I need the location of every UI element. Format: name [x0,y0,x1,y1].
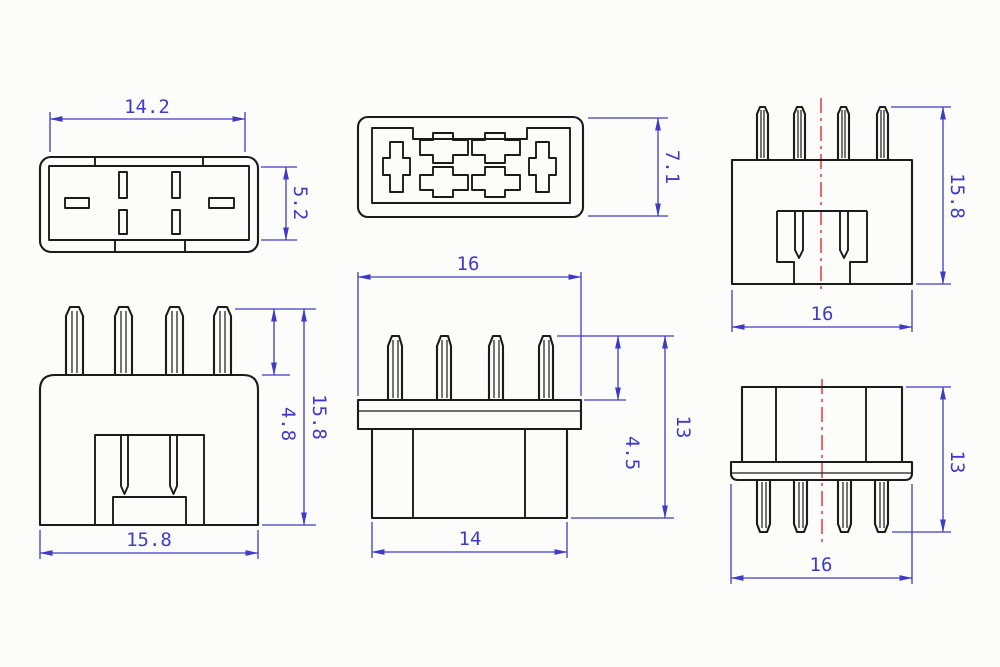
body-outline [370,427,569,520]
inner-pins [120,435,178,495]
socket-housing-outline [38,155,260,254]
dimension-height: 13 [892,386,968,533]
view-header-bottom: 13 16 [729,379,968,584]
extension-lines [261,166,297,241]
dimension-width: 16 [357,253,582,396]
flange-outline [729,460,914,482]
dimension-height: 15.8 [262,308,330,526]
extension-lines [357,272,582,396]
dimension-label: 4.5 [621,436,643,470]
dimension-height: 7.1 [588,117,683,217]
extension-lines [49,112,246,152]
dimension-pin-height: 4.5 [557,335,674,470]
dimension-label: 13 [672,416,694,439]
body-outline [740,385,904,464]
dimension-height: 5.2 [261,166,311,241]
view-plug-face: 7.1 [356,115,683,219]
dimension-label: 15.8 [126,529,172,551]
extension-lines [588,117,668,217]
body-outline [38,373,260,527]
pin-edge-lines [760,110,885,158]
dimension-base-width: 14 [371,522,568,558]
dimension-label: 14 [459,528,482,550]
dimension-label: 16 [457,253,480,275]
view-header-front: 15.8 16 [730,98,968,332]
dimension-label: 15.8 [308,394,330,440]
extension-lines [730,484,913,584]
plug-housing-outline [356,115,585,219]
extension-lines [891,106,951,285]
inner-pins [794,211,849,259]
pedestal-outline [112,496,187,525]
keying-tab-ticks [94,157,204,252]
dimension-label: 4.8 [277,407,299,441]
dimension-height: 13 [571,335,694,519]
flange-outline [356,398,583,431]
terminal-slots [64,171,235,235]
pin-edge-lines [71,311,226,373]
dimension-label: 13 [946,451,968,474]
pin-edge-lines [761,482,885,528]
extension-lines [892,386,951,533]
pins-outline [64,305,233,377]
view-wafer-side: 16 4.5 13 14 [356,253,694,558]
dimension-width: 14.2 [49,96,246,152]
cavity-outline [94,434,205,525]
pins-outline [755,105,890,162]
dimension-width: 15.8 [39,529,259,559]
view-socket-face: 14.2 5.2 [38,96,311,254]
body-split-lines [412,429,526,518]
dimension-label: 15.8 [946,173,968,219]
pins-outline [386,334,555,402]
socket-cavity-outline [48,165,250,241]
dimension-label: 5.2 [289,186,311,220]
cavity-and-pedestal-outline [776,210,868,284]
header-body-outline [730,158,914,286]
dimension-width: 16 [730,484,913,584]
cross-terminal-openings [382,132,557,198]
dimension-label: 16 [811,303,834,325]
dimension-height: 15.8 [891,106,968,285]
dimension-label: 14.2 [124,96,170,118]
plug-cavity-outline [371,127,571,204]
body-split-lines [775,387,867,462]
pin-edge-lines [392,340,550,398]
view-header-side: 4.8 15.8 15.8 [38,305,330,559]
dimension-label: 16 [810,554,833,576]
pins-outline [755,478,890,534]
dimension-width: 16 [731,290,913,332]
dimension-label: 7.1 [661,150,683,184]
extension-lines [557,335,674,401]
